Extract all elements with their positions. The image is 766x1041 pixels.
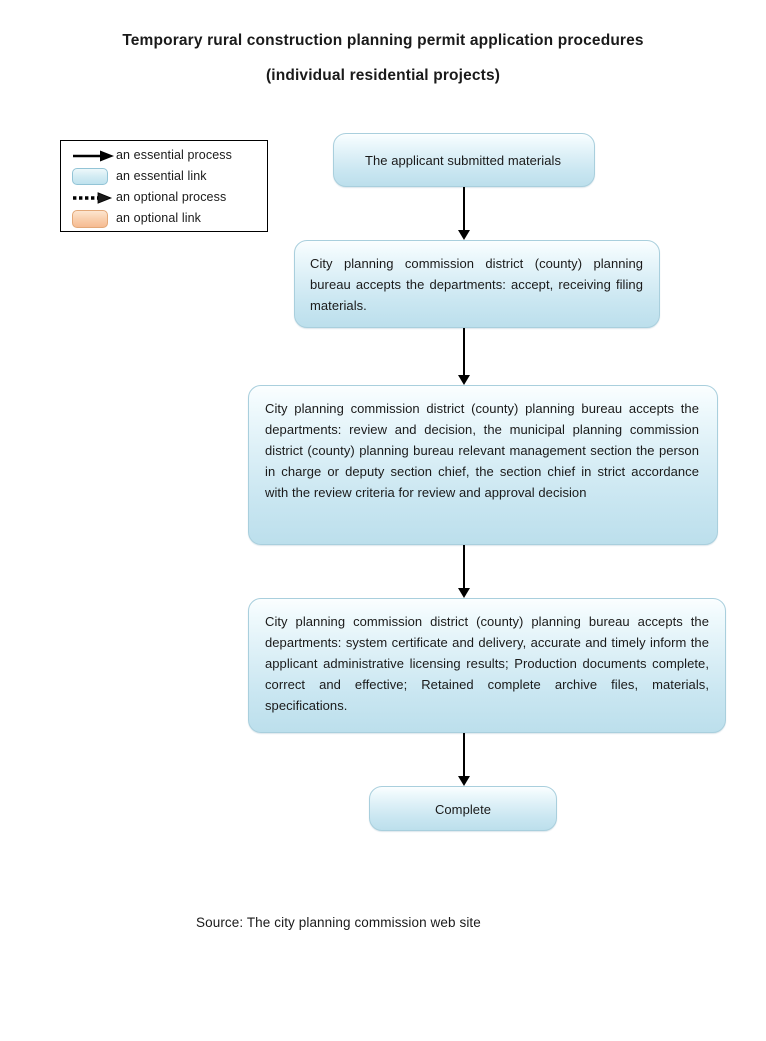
legend-item-essential-link: an essential link [61,166,267,187]
flow-node-applicant-submitted-materials[interactable]: The applicant submitted materials [333,133,595,187]
source-note: Source: The city planning commission web… [196,915,481,930]
flow-node-text: City planning commission district (count… [265,401,699,500]
legend-box: an essential process an essential link a… [60,140,268,232]
orange-rounded-box-swatch [72,208,116,229]
legend-item-optional-link: an optional link [61,208,267,229]
flow-node-text: City planning commission district (count… [265,614,709,713]
flow-node-text: The applicant submitted materials [364,153,562,168]
page-title: Temporary rural construction planning pe… [0,30,766,87]
legend-label-essential-link: an essential link [116,169,207,183]
legend-item-optional-process: an optional process [61,187,267,208]
legend-item-essential-process: an essential process [61,145,267,166]
arrow-start-to-accept [457,187,471,240]
flow-node-review-and-decision[interactable]: City planning commission district (count… [248,385,718,545]
legend-label-optional-link: an optional link [116,211,201,225]
flow-node-complete[interactable]: Complete [369,786,557,831]
flow-node-text: City planning commission district (count… [310,256,643,313]
solid-arrow-icon [72,145,116,166]
legend-label-optional-process: an optional process [116,190,227,204]
page-title-line-2: (individual residential projects) [265,67,501,84]
arrow-accept-to-review [457,328,471,385]
arrow-review-to-certificate [457,545,471,598]
arrow-certificate-to-complete [457,733,471,786]
flow-node-accept-receiving-filing-materials[interactable]: City planning commission district (count… [294,240,660,328]
blue-rounded-box-swatch [72,166,116,187]
flow-node-system-certificate-and-delivery[interactable]: City planning commission district (count… [248,598,726,733]
flow-node-text: Complete [434,802,492,817]
legend-label-essential-process: an essential process [116,148,232,162]
dotted-arrow-icon [72,187,116,208]
page-title-line-1: Temporary rural construction planning pe… [122,32,644,49]
